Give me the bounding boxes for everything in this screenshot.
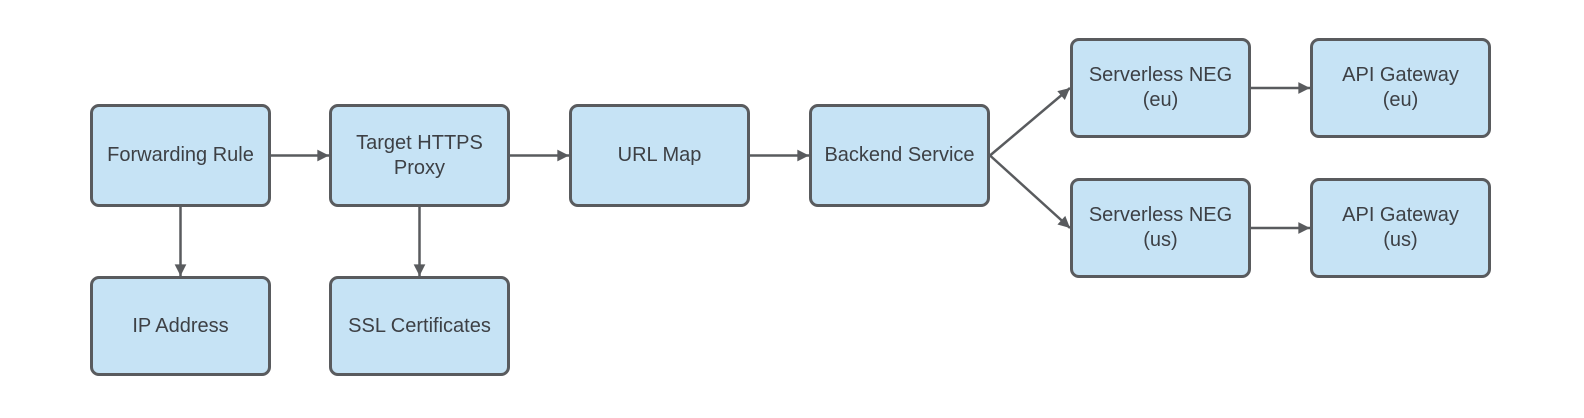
node-ssl-certificates: SSL Certificates (329, 276, 510, 376)
edge-backend-service-to-serverless-neg-us (989, 154, 1071, 229)
node-ssl-certificates-label: SSL Certificates (348, 314, 491, 337)
node-api-gateway-eu: API Gateway (eu) (1310, 38, 1491, 138)
node-forwarding-rule: Forwarding Rule (90, 104, 271, 207)
edge-backend-service-to-serverless-neg-eu (989, 87, 1071, 157)
node-serverless-neg-us-label: Serverless NEG (us) (1088, 204, 1233, 251)
node-backend-service: Backend Service (809, 104, 990, 207)
node-serverless-neg-us: Serverless NEG (us) (1070, 178, 1251, 278)
node-ip-address: IP Address (90, 276, 271, 376)
node-api-gateway-eu-label: API Gateway (eu) (1342, 64, 1459, 111)
node-url-map-label: URL Map (617, 144, 702, 166)
node-api-gateway-us-label: API Gateway (us) (1342, 204, 1459, 251)
node-target-https-proxy: Target HTTPS Proxy (329, 104, 510, 207)
node-target-https-proxy-label: Target HTTPS Proxy (356, 131, 483, 179)
node-forwarding-rule-label: Forwarding Rule (107, 144, 254, 166)
node-backend-service-label: Backend Service (824, 144, 975, 166)
node-url-map: URL Map (569, 104, 750, 207)
node-serverless-neg-eu-label: Serverless NEG (eu) (1088, 64, 1233, 111)
node-serverless-neg-eu: Serverless NEG (eu) (1070, 38, 1251, 138)
node-ip-address-label: IP Address (132, 314, 229, 337)
node-api-gateway-us: API Gateway (us) (1310, 178, 1491, 278)
